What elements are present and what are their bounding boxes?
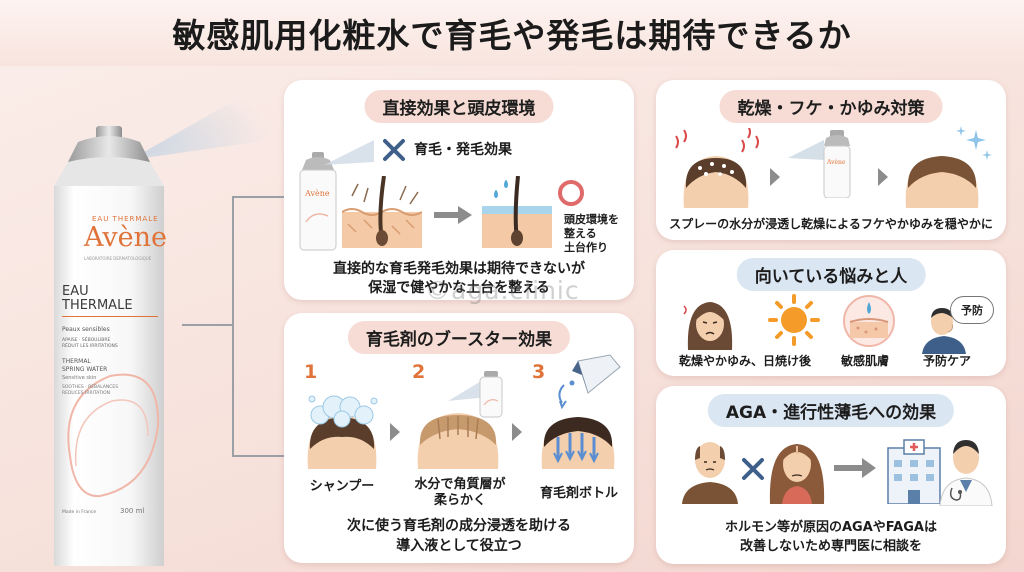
shampoo-head-icon <box>307 395 378 469</box>
tonic-head-icon <box>541 354 621 469</box>
caption-direct-line2: 保湿で健やかな土台を整える <box>368 280 550 296</box>
cross-mark-icon <box>383 139 405 161</box>
card-title-booster: 育毛剤のブースター効果 <box>347 321 571 354</box>
card-title-direct: 直接効果と頭皮環境 <box>364 90 554 123</box>
caption-aga-line2: 改善しないため専門医に相談を <box>739 539 922 554</box>
sun-icon <box>768 294 820 346</box>
card-title-target: 向いている悩みと人 <box>736 258 926 291</box>
can-sub-brand: LABORATOIRE DERMATOLOGIQUE <box>84 256 152 261</box>
card-dryness-care: 乾燥・フケ・かゆみ対策 Avène スプレーの水分が浸透し乾燥によるフケやかゆみ… <box>656 80 1006 240</box>
avene-spray-can: EAU THERMALE Avène LABORATOIRE DERMATOLO… <box>40 126 180 566</box>
can-brand-small: EAU THERMALE <box>92 215 159 223</box>
healthy-hair-icon <box>905 126 992 208</box>
can-product-line1: EAU <box>62 284 89 299</box>
dry-scalp-cross-section-icon <box>342 176 422 248</box>
card-aga: AGA・進行性薄毛への効果 ホルモン等が原因のAGAやFAG <box>656 386 1006 564</box>
step-1-number: 1 <box>304 361 318 383</box>
step-2-label-line2: 柔らかく <box>433 493 486 508</box>
target-item-sensitive: 敏感肌膚 <box>840 354 889 368</box>
man-thinking-icon <box>922 308 966 354</box>
env-note-line3: 土台作り <box>564 241 608 254</box>
can-skin: Peaux sensibles <box>62 326 110 333</box>
watermark: ©aga.clinic <box>425 276 580 305</box>
caption-dry: スプレーの水分が浸透し乾燥によるフケやかゆみを穏やかに <box>669 217 993 231</box>
spray-mist-icon <box>130 80 270 160</box>
env-note-line1: 頭皮環境を <box>564 213 619 226</box>
title-banner: 敏感肌用化粧水で育毛や発毛は期待できるか <box>0 0 1024 66</box>
prevention-bubble-text: 予防 <box>961 304 983 317</box>
doctor-icon <box>939 440 993 506</box>
can-made-in: Made in France <box>62 510 97 515</box>
page-title: 敏感肌用化粧水で育毛や発毛は期待できるか <box>172 16 852 55</box>
chevron-right-icon <box>878 168 888 186</box>
step-2-label-line1: 水分で角質層が <box>414 477 506 492</box>
can-en-line4: SOOTHES · REBALANCES <box>62 385 119 390</box>
spray-bottle-icon: Avène <box>299 152 337 251</box>
can-fr-line2: RÉDUIT LES IRRITATIONS <box>62 344 118 349</box>
svg-text:Avène: Avène <box>304 189 330 198</box>
caption-aga-line1: ホルモン等が原因のAGAやFAGAは <box>725 520 937 535</box>
step-3-label: 育毛剤ボトル <box>539 486 618 501</box>
card-booster-effect: 育毛剤のブースター効果 1 2 3 <box>284 313 634 563</box>
itchy-scalp-icon <box>675 128 759 208</box>
arrow-right-icon <box>434 206 472 224</box>
prevention-bubble: 予防 <box>950 296 994 324</box>
can-en-line1: THERMAL <box>62 358 91 365</box>
chevron-right-icon <box>390 423 400 441</box>
worried-woman-icon <box>683 302 733 350</box>
chevron-right-icon <box>770 168 780 186</box>
step-2-number: 2 <box>412 361 426 383</box>
card-title-aga: AGA・進行性薄毛への効果 <box>707 394 955 427</box>
spray-head-icon <box>417 371 503 469</box>
can-divider <box>62 316 158 317</box>
sensitive-skin-icon <box>843 295 895 347</box>
target-item-dryness: 乾燥やかゆみ、日焼け後 <box>678 354 811 368</box>
env-note-line2: 整える <box>564 227 597 240</box>
can-brand: Avène <box>84 222 168 253</box>
cross-mark-icon <box>742 458 764 480</box>
spray-mist-small-icon <box>324 140 374 165</box>
svg-text:Avène: Avène <box>826 159 846 166</box>
healthy-scalp-cross-section-icon <box>482 176 552 248</box>
can-en-line5: REDUCES IRRITATION <box>62 391 111 396</box>
caption-booster-line1: 次に使う育毛剤の成分浸透を助ける <box>347 518 571 534</box>
card-direct-effect: 直接効果と頭皮環境 Avène 育毛・発毛効果 <box>284 80 634 300</box>
step-1-label: シャンプー <box>309 479 375 494</box>
spray-bottle-icon: Avène <box>788 130 851 198</box>
connector-line <box>232 196 234 456</box>
circle-mark-icon <box>558 180 584 206</box>
can-en-line2: SPRING WATER <box>62 366 108 373</box>
target-item-prevention: 予防ケア <box>922 354 971 368</box>
hospital-building-icon <box>887 439 941 504</box>
caption-booster-line2: 導入液として役立つ <box>396 538 522 554</box>
card-suitable-for: 向いている悩みと人 予防 乾燥やかゆみ、日焼け後 敏感肌膚 予防ケア <box>656 250 1006 376</box>
can-fr-line1: APAISE · SÉBOULIBRE <box>62 338 111 343</box>
can-volume: 300 ml <box>120 507 145 515</box>
connector-line <box>232 196 284 198</box>
caption-direct-line1: 直接的な育毛発毛効果は期待できないが <box>333 261 585 277</box>
cross-label: 育毛・発毛効果 <box>414 142 512 158</box>
connector-line <box>232 455 284 457</box>
arrow-right-icon <box>834 458 876 478</box>
chevron-right-icon <box>512 423 522 441</box>
can-en-line3: Sensitive skin <box>62 375 97 381</box>
connector-line <box>182 324 234 326</box>
can-product-line2: THERMALE <box>62 298 133 313</box>
card-title-dry: 乾燥・フケ・かゆみ対策 <box>719 90 943 123</box>
step-3-number: 3 <box>532 361 546 383</box>
thinning-woman-icon <box>769 444 825 504</box>
thinning-man-icon <box>682 442 738 504</box>
